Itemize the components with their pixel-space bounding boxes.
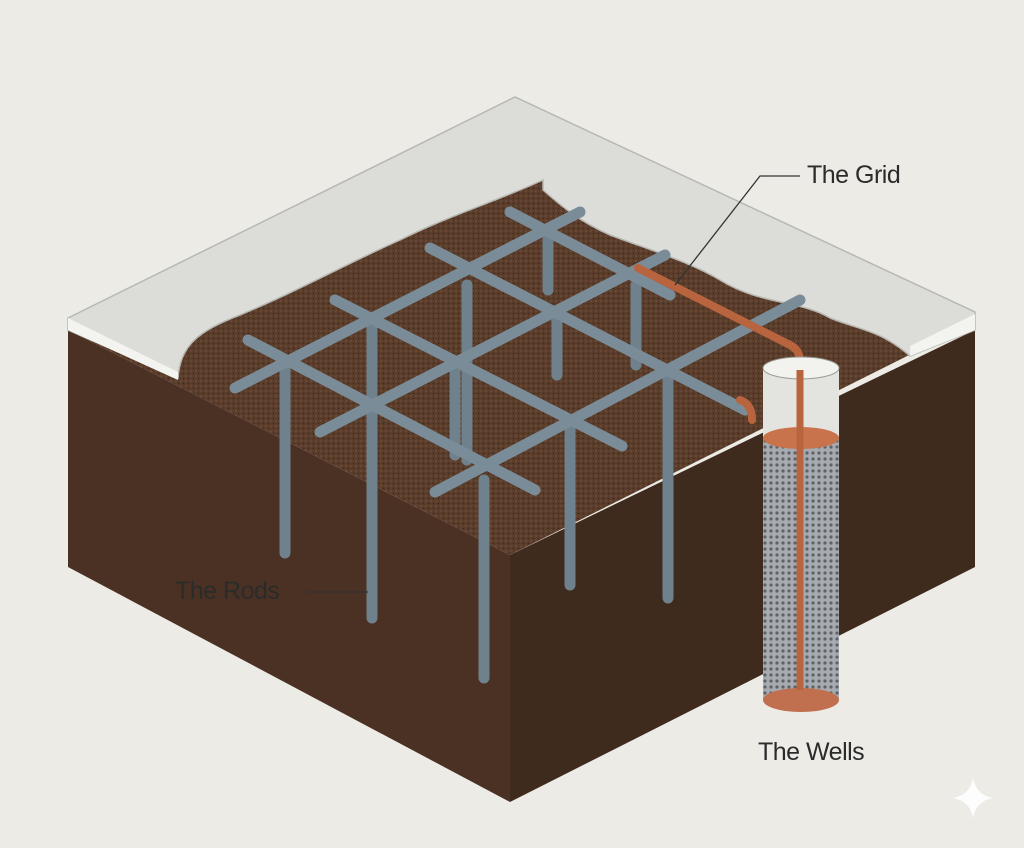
copper-stub [736,396,756,424]
rods-label: The Rods [175,577,280,605]
slab-front-edge [68,318,178,380]
soil-left-face [68,330,510,802]
soil-right-face [510,330,975,802]
grid-label: The Grid [807,161,901,189]
slab-right-edge [910,314,975,356]
sparkle-icon [953,778,993,818]
concrete-slab [67,96,976,380]
ground-grid [229,206,806,498]
grid-leader-line [674,175,800,286]
wells-label: The Wells [758,738,865,766]
well [762,356,840,712]
